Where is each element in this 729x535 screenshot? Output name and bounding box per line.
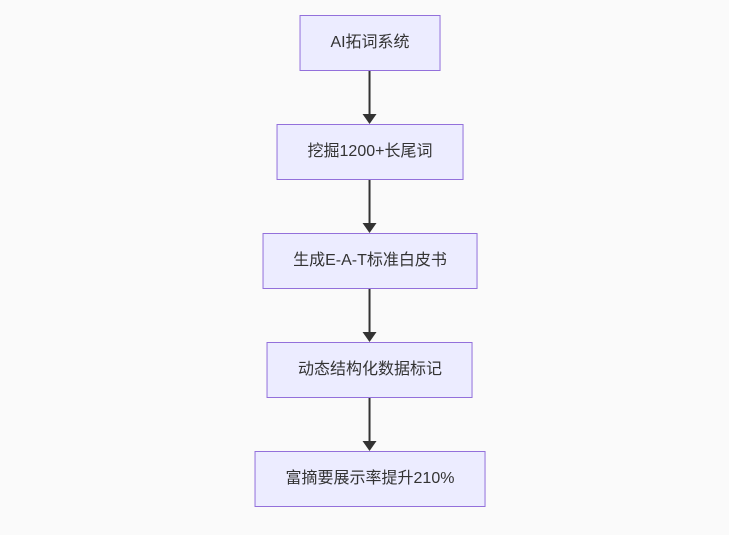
flow-arrow-2 (363, 180, 377, 233)
flow-arrow-3 (363, 289, 377, 342)
flow-node-ai-word-expansion-system: AI拓词系统 (299, 15, 441, 71)
flow-arrow-1 (363, 71, 377, 124)
flowchart: AI拓词系统 挖掘1200+长尾词 生成E-A-T标准白皮书 动态结构化数据标记… (254, 15, 486, 507)
flow-node-dynamic-structured-data-markup: 动态结构化数据标记 (266, 342, 473, 398)
arrow-head-icon (363, 441, 377, 451)
arrow-head-icon (363, 114, 377, 124)
flow-node-rich-snippet-rate-increase: 富摘要展示率提升210% (254, 451, 486, 507)
flow-arrow-4 (363, 398, 377, 451)
flow-node-mine-longtail-keywords: 挖掘1200+长尾词 (276, 124, 464, 180)
flow-node-generate-eat-whitepaper: 生成E-A-T标准白皮书 (262, 233, 478, 289)
arrow-shaft (369, 398, 371, 442)
arrow-head-icon (363, 332, 377, 342)
arrow-shaft (369, 180, 371, 224)
arrow-shaft (369, 71, 371, 115)
arrow-head-icon (363, 223, 377, 233)
arrow-shaft (369, 289, 371, 333)
